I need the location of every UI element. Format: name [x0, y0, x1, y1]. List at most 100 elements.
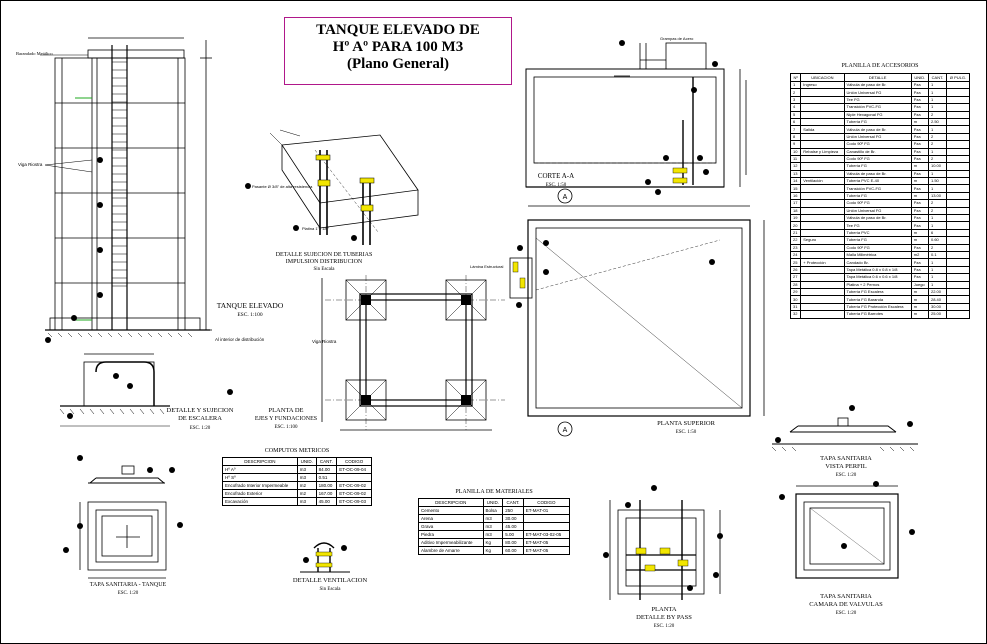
accesorios-cell: 1 [927, 95, 947, 105]
detalle-escalera-sub: DE ESCALERA [178, 415, 222, 422]
accesorios-cell: 1 [927, 280, 947, 289]
accesorios-header-cell: UBICACION [800, 73, 845, 82]
accesorios-cell [945, 177, 971, 186]
accesorios-cell: Tapa Metálica 0.8 x 0.8 x 1/8 [843, 265, 912, 275]
accesorios-cell: 2.50 [927, 117, 947, 127]
accesorios-cell: Pza [910, 199, 929, 208]
accesorios-cell: 4 [789, 103, 802, 112]
planta-ejes-columns [361, 295, 471, 405]
accesorios-cell [945, 110, 971, 119]
accesorios-cell: 26 [789, 265, 802, 275]
materiales-cell: Piedra [418, 530, 484, 539]
viga-riostra-callout-2: Viga Riostra [312, 339, 337, 344]
accesorios-cell: 21 [789, 228, 802, 238]
planta-superior-title: PLANTA SUPERIOR [657, 420, 715, 427]
accesorios-cell: Malla Milimétrica [843, 250, 912, 260]
materiales-cell: ET-MAT-01 [522, 506, 571, 515]
accesorios-cell: 9 [789, 140, 802, 149]
accesorios-cell: 1 [927, 125, 947, 134]
computos-header-cell: CANT. [315, 457, 338, 466]
materiales-cell: Arena [418, 514, 484, 523]
accesorios-cell: 1.50 [927, 177, 947, 186]
accesorios-cell: 29 [789, 287, 802, 297]
accesorios-cell [800, 103, 845, 112]
accesorios-cell: Tapa Metálica 0.6 x 0.6 x 1/8 [843, 273, 912, 282]
accesorios-cell: Unión Universal FG [843, 132, 912, 142]
computos-title: COMPUTOS METRICOS [264, 448, 330, 454]
materiales-cell: 45.00 [502, 522, 524, 531]
accesorios-cell: Pza [910, 214, 929, 223]
detalle-tuberias-sub: IMPULSION DISTRIBUCION [286, 259, 363, 265]
accesorios-cell: Pza [910, 88, 929, 97]
accesorios-cell: Pza [910, 273, 929, 282]
accesorios-cell: 25.00 [927, 310, 947, 319]
accesorios-header-cell: DETALLE [843, 73, 912, 82]
computos-header-cell: DESCRIPCION [222, 457, 298, 466]
accesorios-cell [800, 154, 845, 164]
accesorios-cell [945, 258, 971, 267]
corte-a-title: CORTE A-A [538, 172, 574, 180]
grampas-callout-bypass: Lámina Estructural [470, 264, 503, 269]
computos-cell: ET-OC-09-03 [336, 497, 372, 506]
accesorios-cell: Pza [910, 154, 929, 164]
accesorios-cell [800, 302, 845, 312]
accesorios-cell [800, 88, 845, 97]
accesorios-cell [945, 280, 971, 289]
accesorios-cell: Niple Hexagonal FG [843, 110, 912, 119]
materiales-cell: ET-MAT-05 [522, 538, 571, 547]
computos-cell: 84.00 [315, 465, 338, 474]
accesorios-cell: Codo 90º FG [843, 154, 912, 164]
accesorios-cell [945, 273, 971, 282]
accesorios-cell [945, 228, 971, 238]
accesorios-cell: + Protección [800, 258, 845, 267]
accesorios-cell [945, 95, 971, 105]
accesorios-cell: 12 [789, 162, 802, 171]
accesorios-cell: 27 [789, 273, 802, 282]
accesorios-cell: Pza [910, 132, 929, 142]
materiales-cell: Alambre de Amarre [418, 546, 484, 555]
accesorios-cell: Pza [910, 258, 929, 267]
detalle-tuberias-scale: Sin Escala [314, 267, 336, 272]
accesorios-cell [945, 191, 971, 201]
accesorios-cell [945, 221, 971, 230]
accesorios-cell: Codo 90º FG [843, 243, 912, 253]
accesorios-cell [945, 140, 971, 149]
accesorios-cell [800, 191, 845, 201]
accesorios-header-cell: Ø PULG. [945, 73, 971, 82]
computos-cell: m3 [296, 473, 317, 482]
accesorios-cell: Válvula de paso de Br. [843, 80, 912, 90]
planta-ejes-title: PLANTA DE [268, 407, 303, 414]
accesorios-cell: 1 [927, 214, 947, 223]
planta-superior-scale: ESC. 1:50 [676, 430, 697, 435]
accesorios-cell: 0.1 [927, 250, 947, 260]
accesorios-cell: 7 [789, 125, 802, 134]
materiales-cell: 60.00 [502, 546, 524, 555]
detalle-escalera-title: DETALLE Y SUJECION [167, 407, 234, 414]
accesorios-title: PLANILLA DE ACCESORIOS [841, 63, 919, 69]
computos-cell: m2 [296, 489, 317, 498]
accesorios-cell: 28.40 [927, 295, 947, 304]
accesorios-cell: Pza [910, 206, 929, 216]
title-box: TANQUE ELEVADO DE Hº Aº PARA 100 M3 (Pla… [284, 17, 512, 85]
al-interior-callout: Al interior de distribución [215, 337, 265, 342]
accesorios-cell: Tubería FG Barrotes [843, 310, 912, 319]
computos-cell: m2 [296, 481, 317, 490]
accesorios-cell [800, 117, 845, 127]
section-marker-bottom-label: A [563, 427, 568, 434]
accesorios-cell [800, 199, 845, 208]
accesorios-cell: Juego [910, 280, 929, 289]
accesorios-cell [945, 169, 971, 179]
accesorios-cell [945, 265, 971, 275]
accesorios-cell [800, 140, 845, 149]
materiales-header-cell: CODIGO [522, 498, 571, 507]
